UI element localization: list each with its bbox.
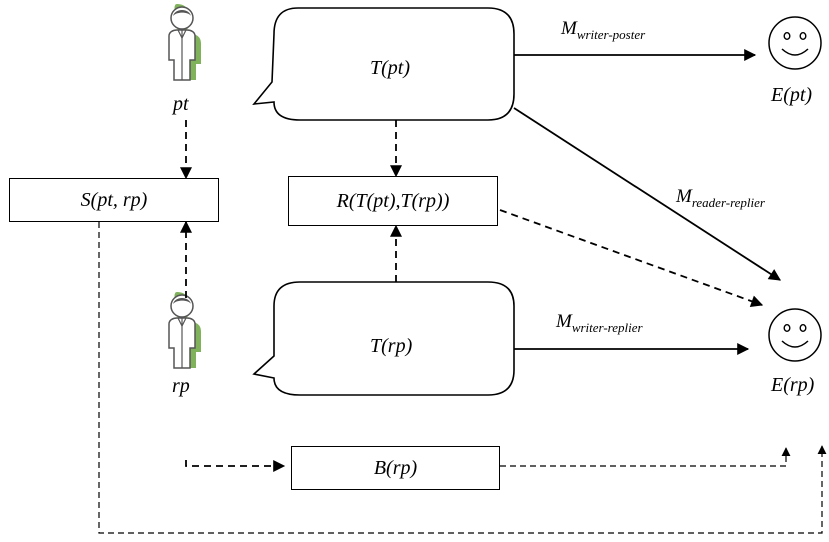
speech-bubble-replier xyxy=(252,281,515,396)
smiley-face-replier-icon xyxy=(768,308,822,362)
text-poster-label: T(pt) xyxy=(370,57,410,79)
arrow-reader-replier xyxy=(513,107,782,281)
arrow-similarity-to-emotion xyxy=(98,222,827,534)
person-poster-label: pt xyxy=(173,93,189,115)
arrow-background-to-emotion xyxy=(500,447,791,467)
person-replier-icon xyxy=(168,291,202,369)
arrow-replier-to-background xyxy=(185,460,286,472)
emotion-poster-label: E(pt) xyxy=(771,84,813,106)
relation-label: R(T(pt),T(rp)) xyxy=(336,189,450,212)
similarity-box: S(pt, rp) xyxy=(9,178,219,222)
text-replier-label: T(rp) xyxy=(370,335,413,357)
relation-box: R(T(pt),T(rp)) xyxy=(288,176,498,226)
edge-label-reader-replier: Mreader-replier xyxy=(676,186,765,210)
person-poster-icon xyxy=(168,3,202,81)
background-label: B(rp) xyxy=(373,456,418,479)
emotion-replier-label: E(rp) xyxy=(771,374,815,396)
edge-label-writer-replier: Mwriter-replier xyxy=(556,311,643,335)
speech-bubble-poster xyxy=(252,7,515,121)
background-box: B(rp) xyxy=(291,446,500,490)
edge-label-writer-poster: Mwriter-poster xyxy=(561,18,646,42)
smiley-face-poster-icon xyxy=(768,16,822,70)
person-replier-label: rp xyxy=(172,375,190,397)
similarity-label: S(pt, rp) xyxy=(80,188,148,211)
arrow-relation-to-emotion xyxy=(499,209,764,307)
